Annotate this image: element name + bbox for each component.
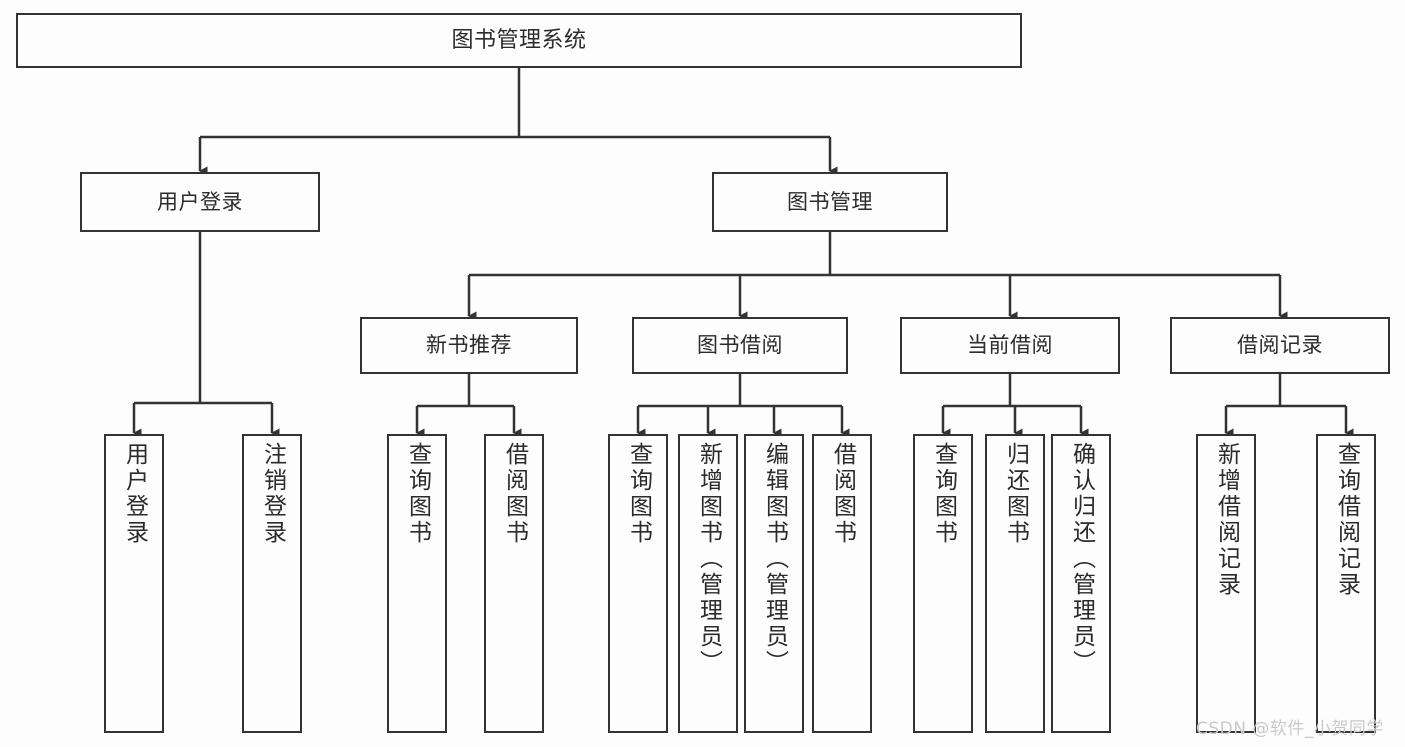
node-label-leaf-query-rec: 查询借阅记录 (1333, 442, 1360, 598)
node-leaf-edit-book[interactable]: 编辑图书（管理员） (744, 434, 804, 733)
node-label-leaf-add-rec: 新增借阅记录 (1213, 442, 1240, 598)
node-book-borrow[interactable]: 图书借阅 (632, 317, 848, 374)
node-leaf-query-3[interactable]: 查询图书 (913, 434, 973, 733)
node-label-leaf-query-1: 查询图书 (404, 442, 431, 546)
node-user-login[interactable]: 用户登录 (80, 172, 320, 232)
node-borrow-record[interactable]: 借阅记录 (1170, 317, 1390, 374)
node-leaf-return[interactable]: 归还图书 (985, 434, 1045, 733)
node-leaf-user-login[interactable]: 用户登录 (104, 434, 164, 733)
node-leaf-query-1[interactable]: 查询图书 (387, 434, 447, 733)
node-book-manage[interactable]: 图书管理 (712, 172, 948, 232)
edge-layer (132, 68, 1354, 438)
node-new-book-rec[interactable]: 新书推荐 (360, 317, 578, 374)
node-label-leaf-borrow-2: 借阅图书 (829, 442, 856, 546)
node-label-leaf-logout: 注销登录 (259, 442, 286, 546)
node-leaf-query-rec[interactable]: 查询借阅记录 (1316, 434, 1376, 733)
node-label-book-borrow: 图书借阅 (697, 333, 783, 358)
node-current-borrow[interactable]: 当前借阅 (900, 317, 1120, 374)
csdn-watermark: CSDN @软件_小贺同学 (1196, 719, 1384, 739)
node-label-book-manage: 图书管理 (787, 189, 873, 214)
node-label-borrow-record: 借阅记录 (1237, 333, 1323, 358)
node-label-leaf-add-book: 新增图书（管理员） (695, 442, 722, 676)
node-label-leaf-return: 归还图书 (1002, 442, 1029, 546)
node-label-leaf-edit-book: 编辑图书（管理员） (761, 442, 788, 676)
node-label-leaf-borrow-1: 借阅图书 (501, 442, 528, 546)
node-label-user-login: 用户登录 (157, 189, 243, 214)
node-leaf-confirm[interactable]: 确认归还（管理员） (1051, 434, 1111, 733)
node-label-leaf-user-login: 用户登录 (121, 442, 148, 546)
node-leaf-logout[interactable]: 注销登录 (242, 434, 302, 733)
node-label-new-book-rec: 新书推荐 (426, 333, 512, 358)
node-leaf-add-book[interactable]: 新增图书（管理员） (678, 434, 738, 733)
node-leaf-query-2[interactable]: 查询图书 (608, 434, 668, 733)
node-label-leaf-query-3: 查询图书 (930, 442, 957, 546)
node-label-leaf-confirm: 确认归还（管理员） (1068, 442, 1095, 676)
node-label-leaf-query-2: 查询图书 (625, 442, 652, 546)
node-leaf-borrow-1[interactable]: 借阅图书 (484, 434, 544, 733)
node-leaf-add-rec[interactable]: 新增借阅记录 (1196, 434, 1256, 733)
node-root[interactable]: 图书管理系统 (16, 13, 1022, 68)
node-label-root: 图书管理系统 (451, 27, 587, 53)
node-label-current-borrow: 当前借阅 (967, 333, 1053, 358)
node-leaf-borrow-2[interactable]: 借阅图书 (812, 434, 872, 733)
